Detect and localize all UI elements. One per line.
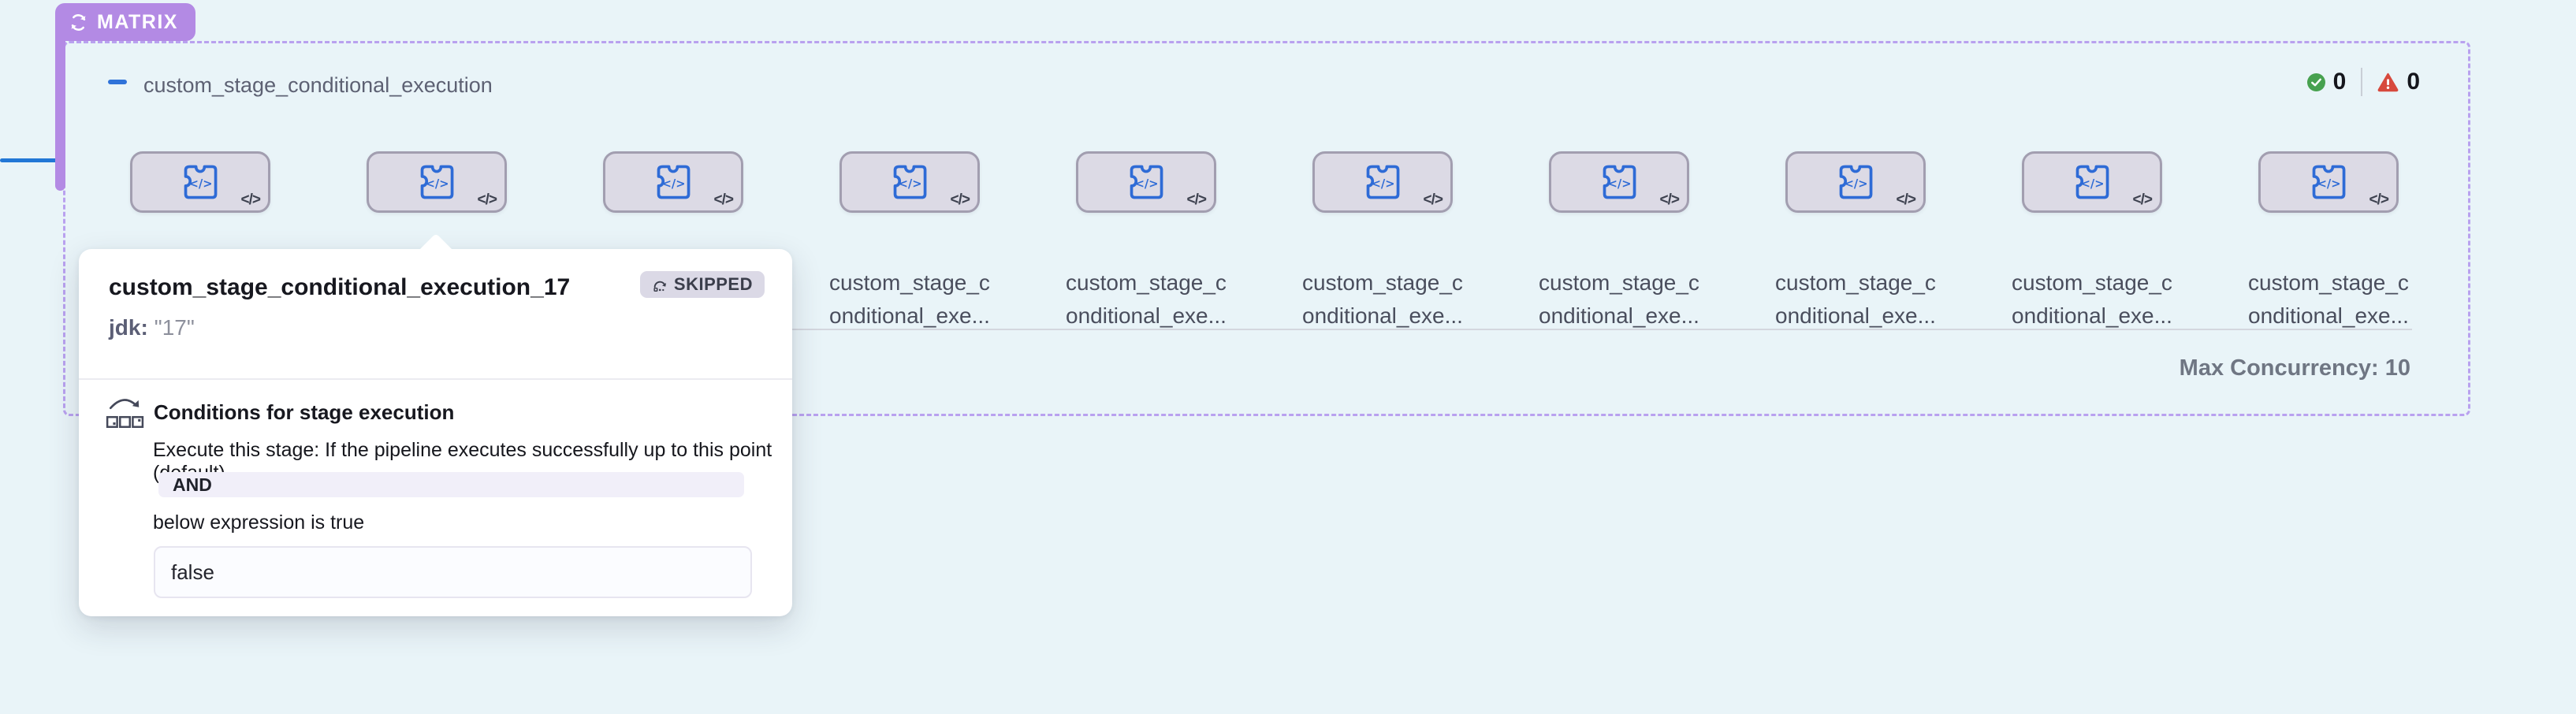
svg-text:</>: </> xyxy=(189,177,213,191)
stage-label-line2: onditional_exe... xyxy=(829,303,990,328)
skip-arc-icon xyxy=(653,281,666,292)
stage-label: custom_stage_c onditional_exe... xyxy=(1055,266,1237,333)
stage-label-line1: custom_stage_c xyxy=(2012,270,2172,295)
matrix-container xyxy=(63,41,2470,416)
variable-value: "17" xyxy=(154,315,195,340)
stage-label: custom_stage_c onditional_exe... xyxy=(1528,266,1710,333)
custom-stage-icon: </> xyxy=(657,165,691,199)
stage-label-line1: custom_stage_c xyxy=(1302,270,1463,295)
code-glyph-icon: </> xyxy=(477,192,498,208)
custom-stage-icon: </> xyxy=(893,165,927,199)
pipeline-connector-line xyxy=(0,158,60,162)
custom-stage-icon: </> xyxy=(420,165,454,199)
stage-label: custom_stage_c onditional_exe... xyxy=(2001,266,2183,333)
stage-variable: jdk:"17" xyxy=(109,315,195,340)
code-glyph-icon: </> xyxy=(713,192,735,208)
custom-stage-icon: </> xyxy=(2075,165,2109,199)
code-glyph-icon: </> xyxy=(1659,192,1681,208)
stage-card[interactable]: </> </> xyxy=(839,151,980,213)
stage-label-line1: custom_stage_c xyxy=(1775,270,1936,295)
custom-stage-icon: </> xyxy=(1366,165,1400,199)
popover-stage-title: custom_stage_conditional_execution_17 xyxy=(109,274,571,300)
stage-label: custom_stage_c onditional_exe... xyxy=(1292,266,1473,333)
custom-stage-icon: </> xyxy=(1603,165,1636,199)
code-glyph-icon: </> xyxy=(1186,192,1208,208)
collapse-minus-icon[interactable] xyxy=(108,80,127,84)
success-count: 0 xyxy=(2332,69,2347,95)
matrix-title: custom_stage_conditional_execution xyxy=(143,73,493,97)
skipped-badge-label: SKIPPED xyxy=(673,274,753,294)
stage-label-line1: custom_stage_c xyxy=(1539,270,1699,295)
operator-label: AND xyxy=(173,474,212,495)
svg-text:</>: </> xyxy=(426,177,449,191)
stage-card[interactable]: </> </> xyxy=(1076,151,1216,213)
svg-text:</>: </> xyxy=(2317,177,2341,191)
stage-label-line2: onditional_exe... xyxy=(1302,303,1463,328)
custom-stage-icon: </> xyxy=(184,165,218,199)
status-counters: 0 0 xyxy=(2306,68,2420,96)
custom-stage-icon: </> xyxy=(1839,165,1873,199)
warning-triangle-icon xyxy=(2377,73,2399,91)
expression-box: false xyxy=(154,546,752,598)
stage-label-line2: onditional_exe... xyxy=(2012,303,2172,328)
max-concurrency-label: Max Concurrency: 10 xyxy=(2179,355,2410,381)
svg-text:</>: </> xyxy=(662,177,686,191)
matrix-badge: MATRIX xyxy=(55,3,195,41)
stage-label-line2: onditional_exe... xyxy=(2248,303,2409,328)
svg-text:</>: </> xyxy=(1372,177,1395,191)
code-glyph-icon: </> xyxy=(2369,192,2390,208)
matrix-badge-side-bar xyxy=(55,39,65,191)
stage-card[interactable]: </> </> xyxy=(1549,151,1689,213)
stage-label-line2: onditional_exe... xyxy=(1539,303,1699,328)
svg-text:</>: </> xyxy=(1608,177,1632,191)
stage-card[interactable]: </> </> xyxy=(2258,151,2399,213)
stage-card[interactable]: </> </> xyxy=(130,151,270,213)
status-divider xyxy=(2361,68,2363,96)
error-count: 0 xyxy=(2407,69,2420,95)
conditional-execution-icon xyxy=(106,399,144,428)
code-glyph-icon: </> xyxy=(2132,192,2153,208)
custom-stage-icon: </> xyxy=(2312,165,2346,199)
stage-label: custom_stage_c onditional_exe... xyxy=(2238,266,2419,333)
svg-text:</>: </> xyxy=(2081,177,2105,191)
skipped-status-badge: SKIPPED xyxy=(639,271,765,298)
variable-key: jdk: xyxy=(109,315,148,340)
stage-label: custom_stage_c onditional_exe... xyxy=(1765,266,1946,333)
stage-card[interactable]: </> </> xyxy=(603,151,743,213)
conditions-heading: Conditions for stage execution xyxy=(154,400,455,424)
code-glyph-icon: </> xyxy=(950,192,971,208)
expression-value: false xyxy=(171,560,214,584)
stage-card[interactable]: </> </> xyxy=(1312,151,1453,213)
stage-details-popover: custom_stage_conditional_execution_17 SK… xyxy=(79,232,792,616)
operator-chip: AND xyxy=(158,472,744,497)
custom-stage-icon: </> xyxy=(1130,165,1163,199)
popover-divider xyxy=(79,378,792,380)
success-check-icon xyxy=(2306,73,2325,91)
conditions-subtext: below expression is true xyxy=(153,511,365,534)
loop-icon xyxy=(71,13,86,31)
code-glyph-icon: </> xyxy=(240,192,262,208)
code-glyph-icon: </> xyxy=(1423,192,1444,208)
stage-label-line1: custom_stage_c xyxy=(2248,270,2409,295)
stage-label-line2: onditional_exe... xyxy=(1775,303,1936,328)
stage-label-line1: custom_stage_c xyxy=(829,270,990,295)
stage-card[interactable]: </> </> xyxy=(1785,151,1926,213)
matrix-badge-label: MATRIX xyxy=(97,10,178,33)
stage-card[interactable]: </> </> xyxy=(2022,151,2162,213)
svg-text:</>: </> xyxy=(1135,177,1159,191)
svg-text:</>: </> xyxy=(899,177,922,191)
stage-card[interactable]: </> </> xyxy=(367,151,507,213)
svg-text:</>: </> xyxy=(1845,177,1868,191)
stage-label-line1: custom_stage_c xyxy=(1066,270,1227,295)
matrix-footer-divider xyxy=(80,329,2412,330)
code-glyph-icon: </> xyxy=(1896,192,1917,208)
stage-label: custom_stage_c onditional_exe... xyxy=(819,266,1000,333)
stage-label-line2: onditional_exe... xyxy=(1066,303,1227,328)
